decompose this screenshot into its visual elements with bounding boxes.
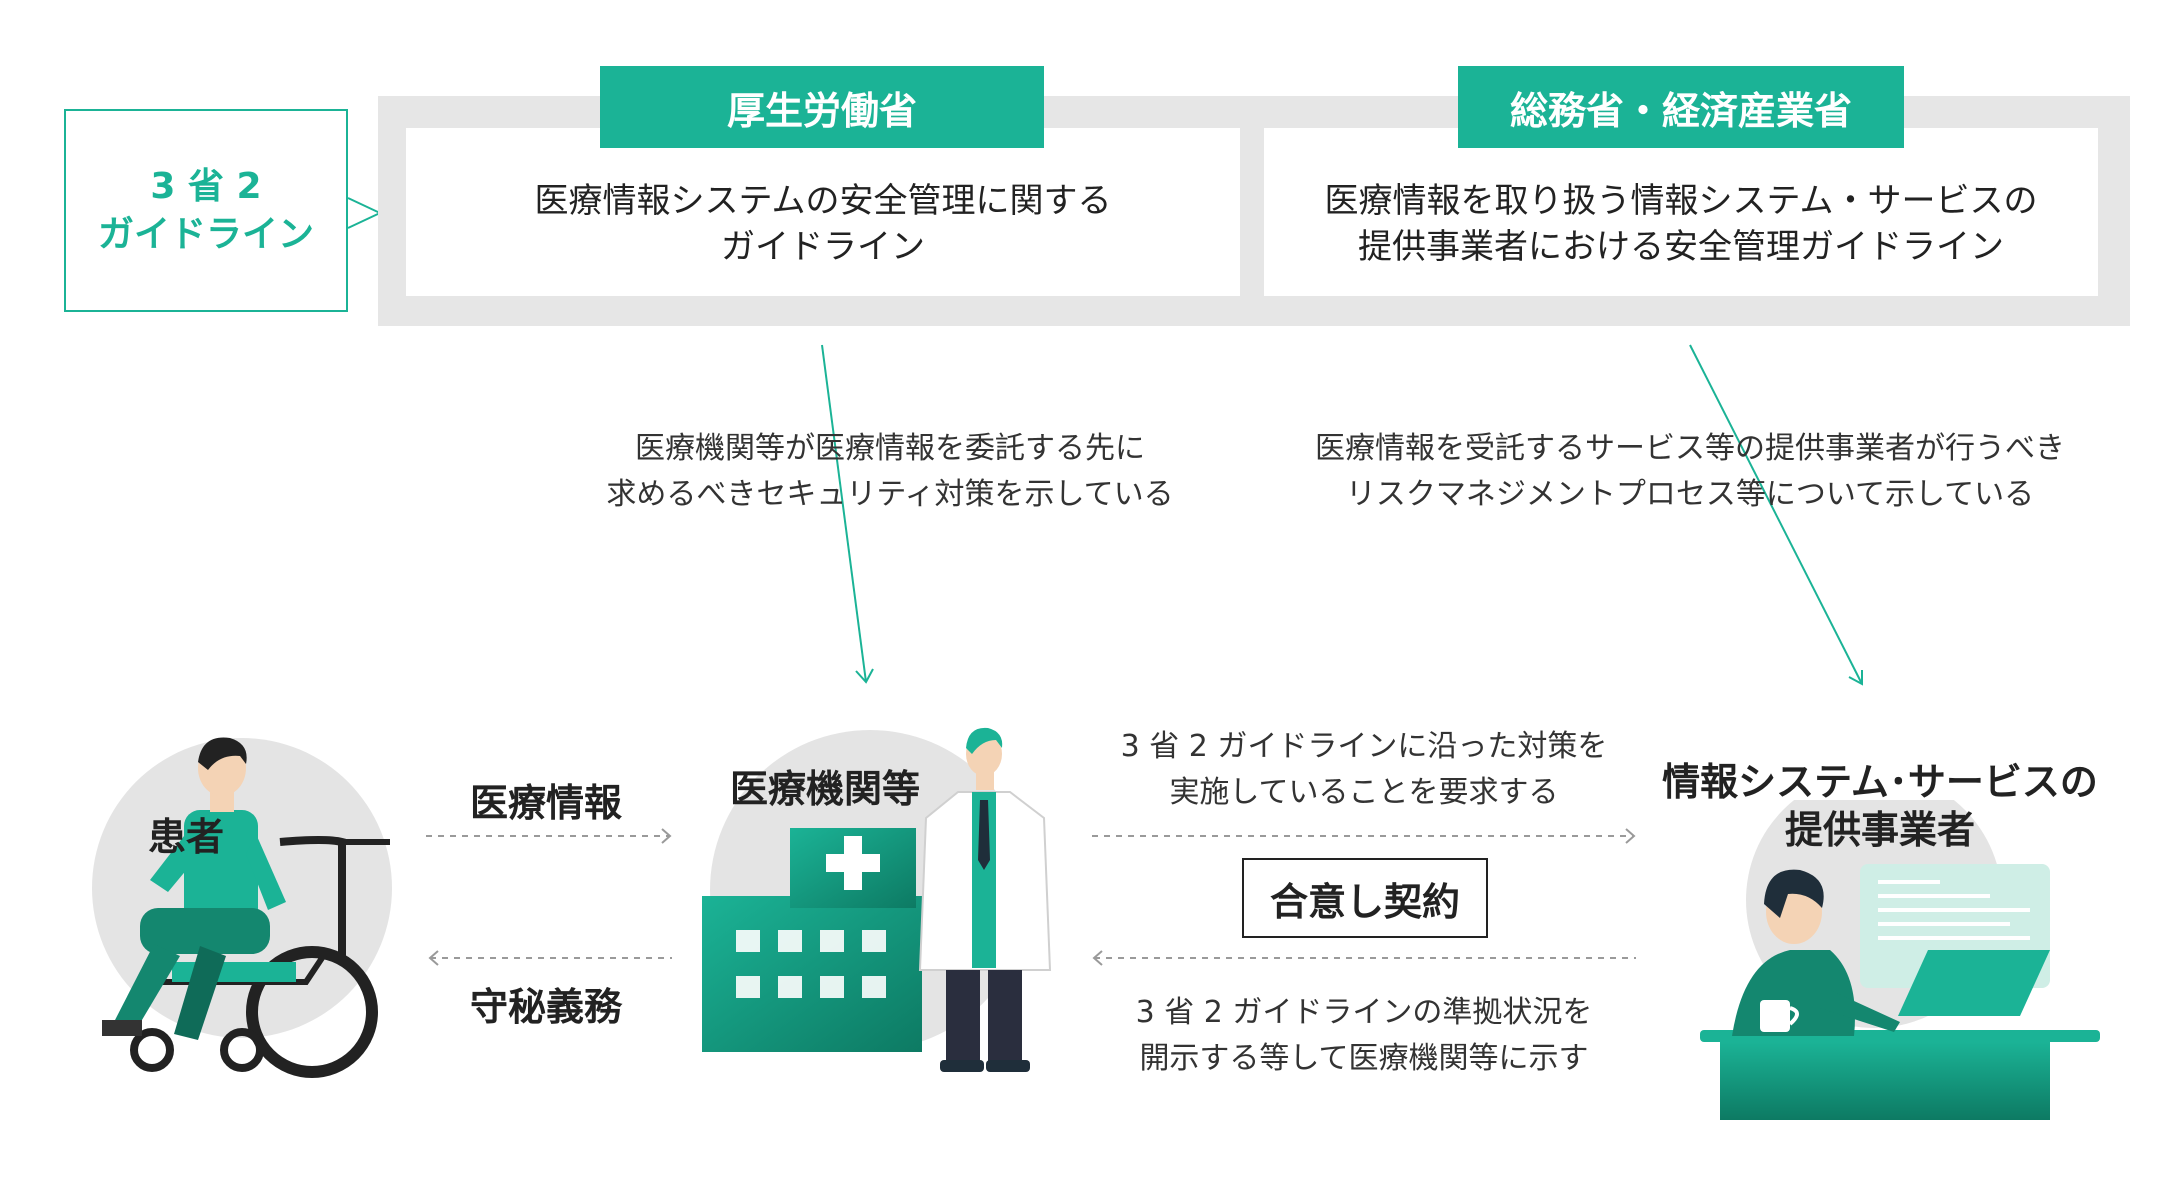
guideline-label-line1: 3 省 2 [150,165,262,207]
mhlw-guideline-title: 医療情報システムの安全管理に関する ガイドライン [406,178,1240,270]
ministry-tab-mhlw: 厚生労働省 [600,66,1044,148]
mhlw-guideline-line1: 医療情報システムの安全管理に関する [534,181,1112,221]
confidentiality-label: 守秘義務 [470,985,623,1029]
medical-info-arrow [426,828,672,844]
disclose-text-line1: 3 省 2 ガイドラインの準拠状況を [1135,995,1593,1030]
disclose-arrow [1092,950,1636,966]
patient-label: 患者 [148,815,225,859]
mhlw-description-line2: 求めるべきセキュリティ対策を示している [606,477,1174,512]
vendor-label-line2: 提供事業者 [1784,808,1975,852]
request-text-line2: 実施していることを要求する [1169,775,1559,810]
ministry-tab-mic-meti: 総務省・経済産業省 [1458,66,1904,148]
vendor-illustration [1700,800,2100,1120]
mic-meti-guideline-title: 医療情報を取り扱う情報システム・サービスの 提供事業者における安全管理ガイドライ… [1264,178,2098,270]
request-arrow [1092,828,1636,844]
mhlw-to-medical-arrow [821,344,874,684]
mhlw-guideline-line2: ガイドライン [721,227,925,267]
mhlw-description-line1: 医療機関等が医療情報を委託する先に [635,431,1145,466]
guideline-label-box: 3 省 2 ガイドライン [64,109,348,312]
vendor-label-line1: 情報システム･サービスの [1662,760,2098,804]
guideline-label-line2: ガイドライン [97,213,314,255]
vendor-description-line2: リスクマネジメントプロセス等について示している [1345,477,2035,512]
mhlw-description: 医療機関等が医療情報を委託する先に 求めるべきセキュリティ対策を示している [560,426,1220,518]
medical-illustration [702,727,1052,1072]
mic-meti-guideline-box [1264,128,2098,296]
vendor-guideline-arrow [1689,344,1863,686]
medical-info-label: 医療情報 [470,781,623,825]
vendor-description-line1: 医療情報を受託するサービス等の提供事業者が行うべき [1315,431,2065,466]
mhlw-guideline-box [406,128,1240,296]
mic-meti-guideline-line1: 医療情報を取り扱う情報システム・サービスの [1324,181,2038,221]
confidentiality-arrow [428,950,672,966]
disclose-text-line2: 開示する等して医療機関等に示す [1139,1041,1589,1076]
request-text-line1: 3 省 2 ガイドラインに沿った対策を [1120,729,1608,764]
mic-meti-guideline-line2: 提供事業者における安全管理ガイドライン [1358,227,2004,267]
agreement-box: 合意し契約 [1242,858,1488,938]
vendor-description: 医療情報を受託するサービス等の提供事業者が行うべき リスクマネジメントプロセス等… [1270,426,2110,518]
vendor-label: 情報システム･サービスの 提供事業者 [1640,758,2120,854]
patient-illustration [92,737,392,1078]
medical-institution-label: 医療機関等 [730,767,921,811]
disclose-text: 3 省 2 ガイドラインの準拠状況を 開示する等して医療機関等に示す [1092,990,1636,1082]
request-text: 3 省 2 ガイドラインに沿った対策を 実施していることを要求する [1092,724,1636,816]
